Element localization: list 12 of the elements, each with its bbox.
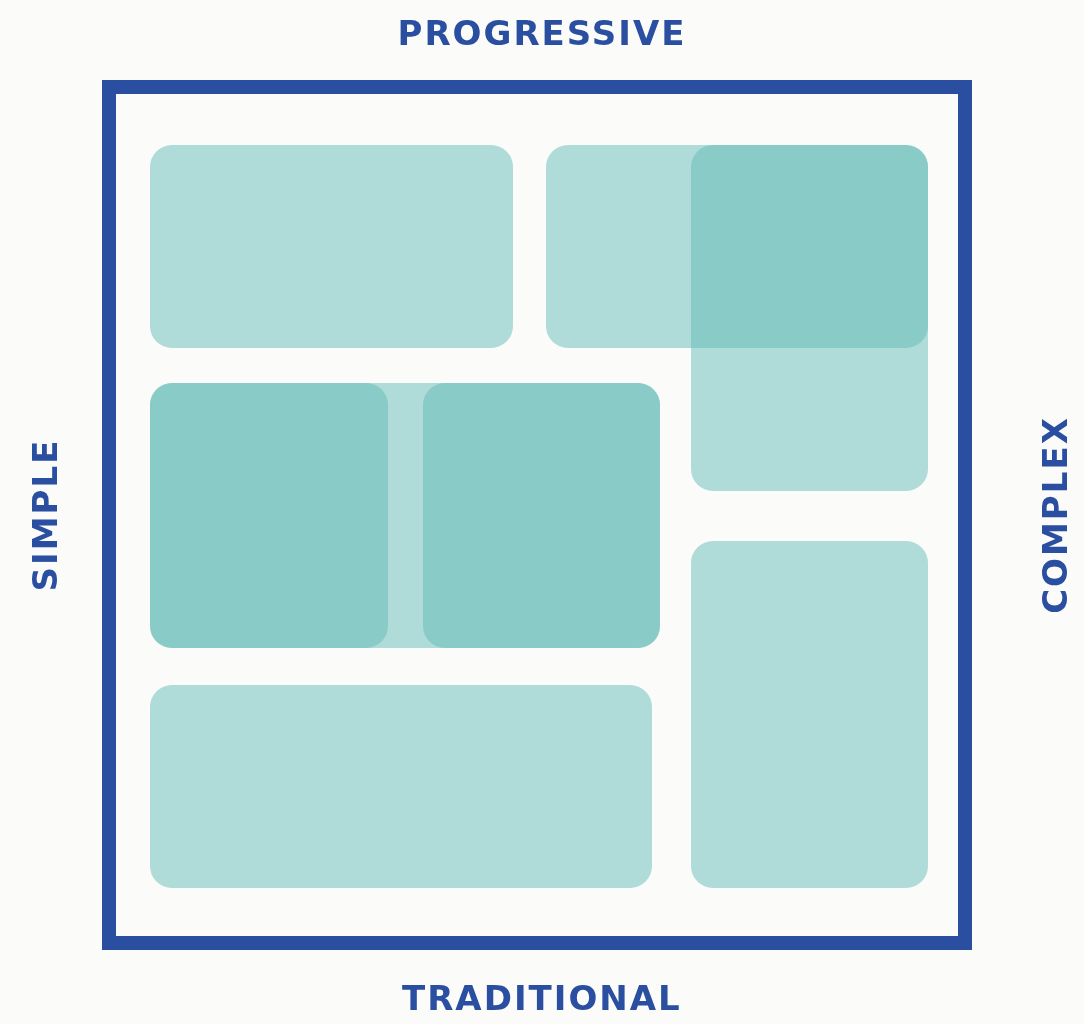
rounded-panel xyxy=(150,383,388,648)
rounded-panel xyxy=(150,383,660,648)
axis-label: SIMPLE xyxy=(27,438,62,592)
quadrant-frame xyxy=(102,80,972,950)
rounded-panel xyxy=(423,383,660,648)
rounded-panel xyxy=(691,541,928,888)
axis-label: COMPLEX xyxy=(1037,416,1072,614)
rounded-panel xyxy=(691,145,928,491)
axis-label: TRADITIONAL xyxy=(402,981,682,1015)
rounded-panel xyxy=(150,145,513,348)
axis-label: PROGRESSIVE xyxy=(397,16,687,50)
rounded-panel xyxy=(150,685,652,888)
